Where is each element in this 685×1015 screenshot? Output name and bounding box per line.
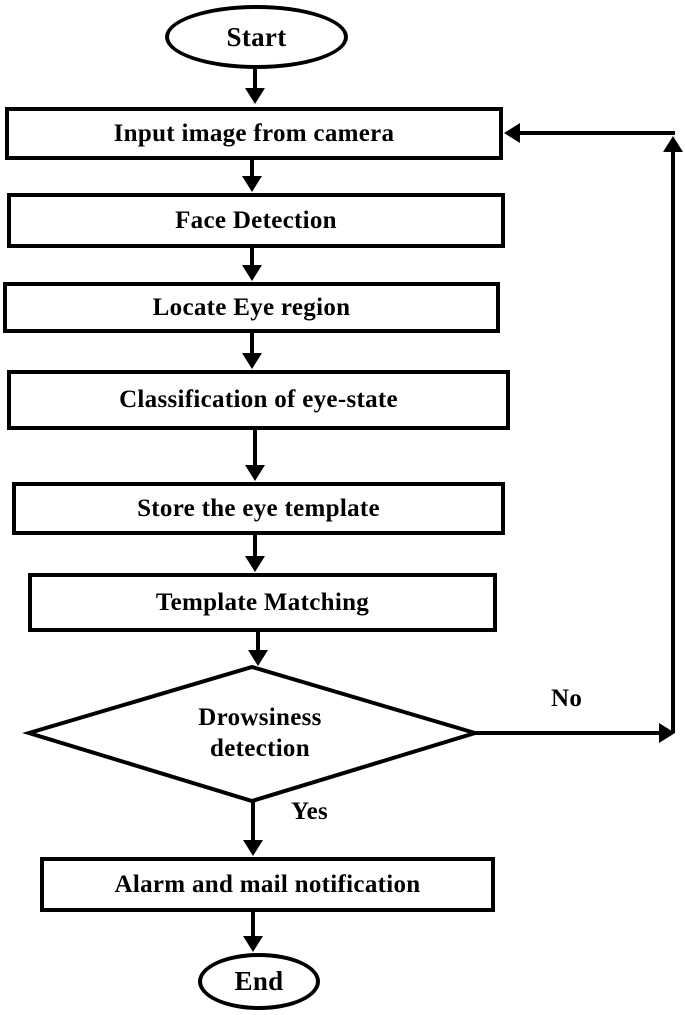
node-drowsiness-detection-label: Drowsiness detection [198,704,322,762]
node-face-detection: Face Detection [7,193,505,248]
node-alarm-mail-notification: Alarm and mail notification [40,857,495,912]
arrow-feedback-to-input [504,123,675,143]
node-classification-eye-state: Classification of eye-state [7,370,510,430]
arrow-no-horizontal [475,723,675,743]
decision-diamond-shape [22,664,482,804]
node-template-matching: Template Matching [28,573,497,632]
node-input-image: Input image from camera [5,107,503,160]
arrow-store-to-match [245,534,265,572]
edge-label-yes: Yes [291,798,329,825]
arrow-classify-to-store [245,429,265,481]
node-locate-eye-region: Locate Eye region [3,282,500,333]
node-end: End [198,953,320,1010]
arrow-feedback-vertical [663,136,683,733]
node-start: Start [165,5,348,69]
arrow-match-to-decision [248,631,268,666]
arrow-start-to-input [245,67,265,104]
arrow-face-to-locate [242,247,262,281]
node-store-eye-template: Store the eye template [12,482,505,535]
edge-label-no: No [551,685,583,712]
arrow-locate-to-classify [242,332,262,369]
arrow-input-to-face [242,160,262,192]
arrow-decision-to-alarm [243,800,263,856]
arrow-alarm-to-end [243,911,263,952]
